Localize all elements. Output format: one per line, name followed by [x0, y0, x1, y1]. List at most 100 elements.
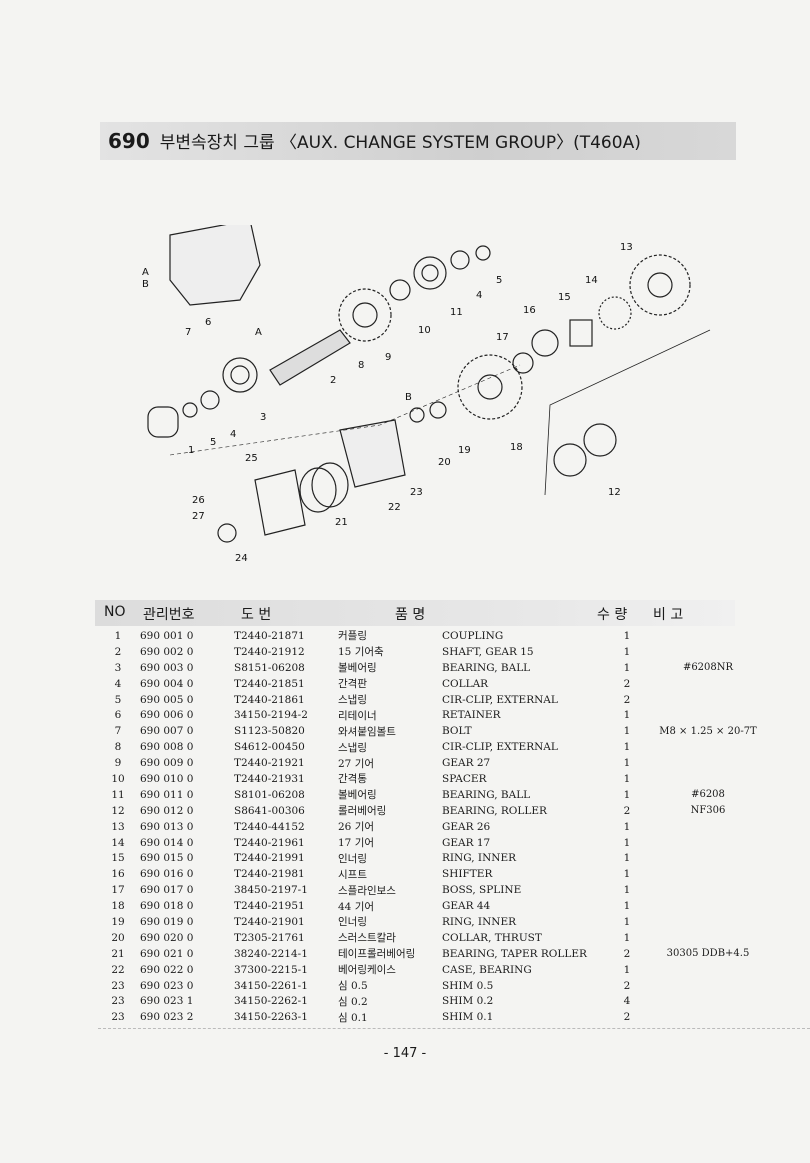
- row-no: 9: [114, 757, 122, 770]
- row-remark: [648, 755, 768, 771]
- row-remark: [648, 914, 768, 930]
- row-name-en: SHIM 0.1: [442, 1011, 494, 1024]
- row-part-no: 38450-2197-1: [234, 884, 308, 897]
- row-name-en: COUPLING: [442, 629, 504, 642]
- row-part-no: T2440-21981: [234, 868, 305, 881]
- callout-1: 1: [188, 445, 194, 456]
- row-no: 15: [111, 852, 125, 865]
- row-part-no: S8641-00306: [234, 804, 305, 817]
- row-qty: 1: [623, 741, 631, 754]
- callout-24: 24: [235, 553, 248, 564]
- row-part-no: T2440-21861: [234, 693, 305, 706]
- row-name-en: RING, INNER: [442, 915, 517, 928]
- row-name-en: BEARING, TAPER ROLLER: [442, 947, 587, 960]
- row-part-no: S1123-50820: [234, 725, 305, 738]
- row-no: 13: [111, 820, 125, 833]
- row-mgmt-no: 690 015 0: [140, 852, 194, 865]
- callout-22: 22: [388, 502, 401, 513]
- row-name-en: CASE, BEARING: [442, 963, 532, 976]
- row-name-kr: 15 기어축: [338, 646, 384, 659]
- row-name-kr: 심 0.2: [338, 995, 368, 1008]
- row-mgmt-no: 690 019 0: [140, 915, 194, 928]
- row-mgmt-no: 690 001 0: [140, 629, 194, 642]
- gear-shaft-sketch: [269, 329, 351, 386]
- exploded-parts-diagram: 1 2 3 4 5 6 7 8 9 10 11 4 5 13 14 15 16 …: [142, 225, 711, 564]
- row-qty: 2: [623, 979, 631, 992]
- header-remark: 비 고: [653, 607, 684, 623]
- row-name-kr: 스냅링: [338, 741, 367, 754]
- row-mgmt-no: 690 013 0: [140, 820, 194, 833]
- row-mgmt-no: 690 007 0: [140, 725, 194, 738]
- row-no: 7: [114, 725, 122, 738]
- row-remark: #6208NR: [682, 662, 734, 674]
- callout-23: 23: [410, 487, 423, 498]
- row-part-no: S8151-06208: [234, 661, 305, 674]
- callout-B2: B: [405, 392, 412, 403]
- row-no: 17: [111, 884, 125, 897]
- header-no: NO: [104, 604, 126, 620]
- row-qty: 2: [623, 1011, 631, 1024]
- row-qty: 4: [623, 995, 631, 1008]
- row-no: 11: [111, 788, 125, 801]
- row-mgmt-no: 690 017 0: [140, 884, 194, 897]
- row-part-no: T2440-21961: [234, 836, 305, 849]
- callout-14: 14: [585, 275, 598, 286]
- callout-4: 4: [230, 429, 236, 440]
- bearing-case-sketch: [339, 419, 406, 488]
- row-mgmt-no: 690 021 0: [140, 947, 194, 960]
- row-name-en: GEAR 27: [442, 757, 491, 770]
- shim-sketch: [254, 469, 306, 536]
- coupling-sketch: [147, 406, 179, 438]
- callout-26: 26: [192, 495, 205, 506]
- row-qty: 1: [623, 963, 631, 976]
- row-part-no: T2440-44152: [234, 820, 305, 833]
- callout-B1: B: [142, 279, 149, 290]
- callout-16: 16: [523, 305, 536, 316]
- row-qty: 1: [623, 629, 631, 642]
- callout-2: 2: [330, 375, 336, 386]
- row-mgmt-no: 690 008 0: [140, 741, 194, 754]
- bearing-ball-sketch: [413, 256, 447, 290]
- row-qty: 2: [623, 947, 631, 960]
- shifter-sketch: [531, 329, 559, 357]
- gear-17-sketch: [598, 296, 632, 330]
- row-remark: 30305 DDB+4.5: [666, 948, 750, 960]
- circlip-5-sketch: [182, 402, 198, 418]
- row-qty: 1: [623, 836, 631, 849]
- row-qty: 1: [623, 757, 631, 770]
- row-name-en: GEAR 17: [442, 836, 491, 849]
- row-qty: 1: [623, 820, 631, 833]
- row-name-kr: 스플라인보스: [338, 884, 396, 897]
- row-name-en: COLLAR: [442, 677, 489, 690]
- row-remark: [648, 866, 768, 882]
- header-mgmt: 관리번호: [143, 607, 195, 623]
- row-name-kr: 스러스트칼라: [338, 932, 396, 945]
- row-remark: [648, 644, 768, 660]
- row-name-kr: 커플링: [338, 630, 367, 643]
- title-band: [100, 122, 736, 160]
- row-part-no: S8101-06208: [234, 788, 305, 801]
- row-name-kr: 간격판: [338, 678, 367, 691]
- row-mgmt-no: 690 020 0: [140, 931, 194, 944]
- callout-12: 12: [608, 487, 621, 498]
- row-no: 3: [114, 661, 122, 674]
- row-mgmt-no: 690 023 1: [140, 995, 194, 1008]
- row-qty: 1: [623, 709, 631, 722]
- row-name-en: SHIFTER: [442, 868, 493, 881]
- row-mgmt-no: 690 010 0: [140, 772, 194, 785]
- gear-27-sketch: [338, 288, 392, 342]
- row-part-no: 34150-2261-1: [234, 979, 308, 992]
- row-qty: 1: [623, 661, 631, 674]
- row-name-kr: 심 0.1: [338, 1011, 368, 1024]
- row-no: 23: [111, 1011, 125, 1024]
- group-number: 690: [108, 129, 150, 153]
- row-mgmt-no: 690 023 2: [140, 1011, 194, 1024]
